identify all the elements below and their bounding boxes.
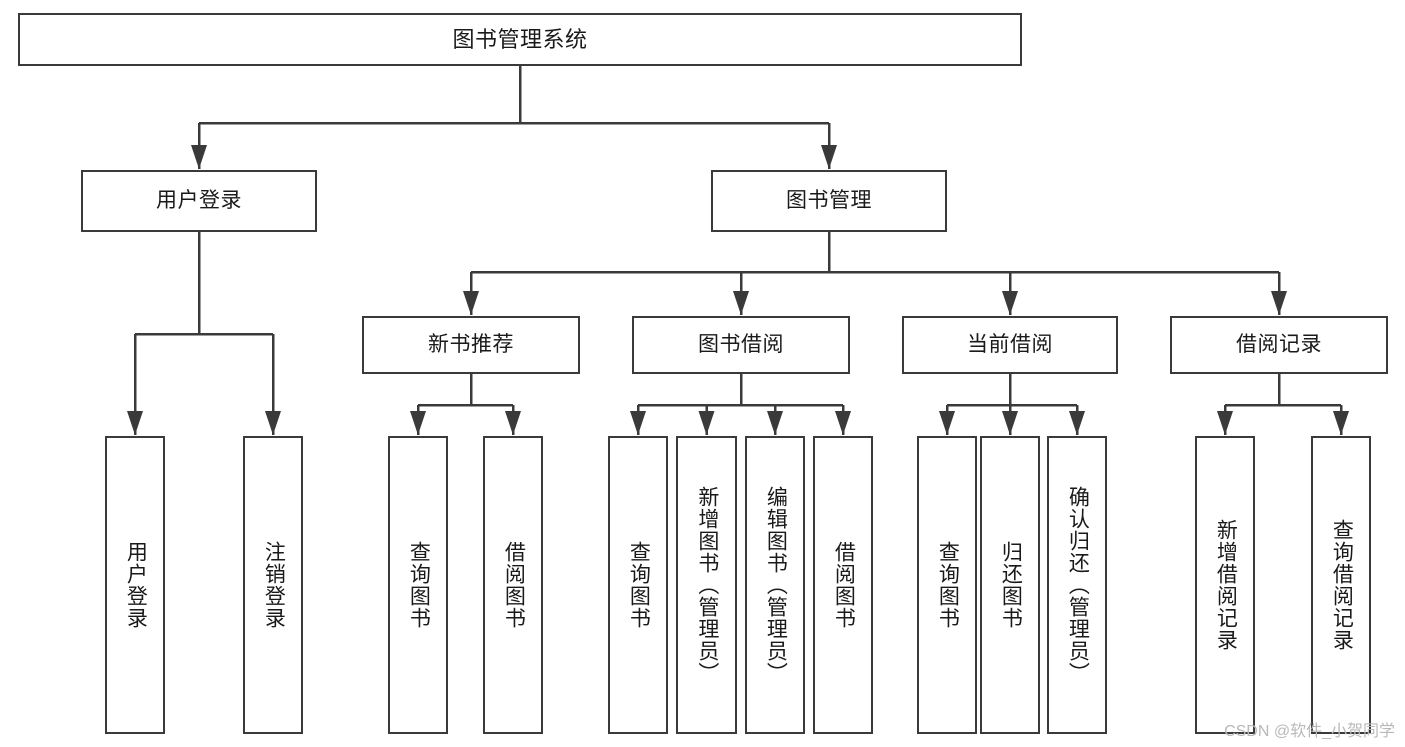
node-leaf-2[interactable]: 注销登录 <box>243 436 303 734</box>
node-bookmgr[interactable]: 图书管理 <box>711 170 947 232</box>
node-label: 查询图书 <box>627 541 651 629</box>
node-label: 新增借阅记录 <box>1214 519 1238 651</box>
node-label: 图书管理系统 <box>452 26 588 52</box>
node-borrow[interactable]: 图书借阅 <box>632 316 850 374</box>
node-label: 图书借阅 <box>698 332 784 356</box>
node-label: 借阅记录 <box>1236 332 1322 356</box>
node-label: 查询借阅记录 <box>1330 519 1354 651</box>
node-label: 图书管理 <box>786 188 872 212</box>
node-label: 新增图书（管理员） <box>695 486 719 684</box>
node-records[interactable]: 借阅记录 <box>1170 316 1388 374</box>
node-root[interactable]: 图书管理系统 <box>18 13 1022 66</box>
node-label: 查询图书 <box>407 541 431 629</box>
node-leaf-8[interactable]: 借阅图书 <box>813 436 873 734</box>
node-label: 当前借阅 <box>967 332 1053 356</box>
node-label: 新书推荐 <box>428 332 514 356</box>
watermark: CSDN @软件_小贺同学 <box>1224 723 1395 740</box>
node-newbook[interactable]: 新书推荐 <box>362 316 580 374</box>
node-leaf-5[interactable]: 查询图书 <box>608 436 668 734</box>
node-label: 借阅图书 <box>502 541 526 629</box>
node-label: 用户登录 <box>124 541 148 629</box>
node-current[interactable]: 当前借阅 <box>902 316 1118 374</box>
node-leaf-1[interactable]: 用户登录 <box>105 436 165 734</box>
node-label: 编辑图书（管理员） <box>764 486 788 684</box>
node-leaf-10[interactable]: 归还图书 <box>980 436 1040 734</box>
node-leaf-11[interactable]: 确认归还（管理员） <box>1047 436 1107 734</box>
node-login[interactable]: 用户登录 <box>81 170 317 232</box>
node-label: 查询图书 <box>936 541 960 629</box>
node-leaf-7[interactable]: 编辑图书（管理员） <box>745 436 805 734</box>
node-leaf-6[interactable]: 新增图书（管理员） <box>676 436 737 734</box>
node-leaf-4[interactable]: 借阅图书 <box>483 436 543 734</box>
node-label: 归还图书 <box>999 541 1023 629</box>
node-leaf-12[interactable]: 新增借阅记录 <box>1195 436 1255 734</box>
node-label: 注销登录 <box>262 541 286 629</box>
node-leaf-3[interactable]: 查询图书 <box>388 436 448 734</box>
node-leaf-13[interactable]: 查询借阅记录 <box>1311 436 1371 734</box>
node-label: 借阅图书 <box>832 541 856 629</box>
node-label: 确认归还（管理员） <box>1066 486 1090 684</box>
node-leaf-9[interactable]: 查询图书 <box>917 436 977 734</box>
node-label: 用户登录 <box>156 188 242 212</box>
